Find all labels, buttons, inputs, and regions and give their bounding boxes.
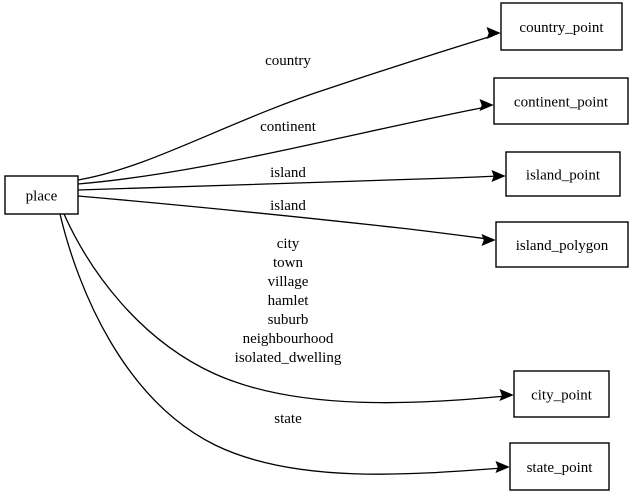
graph-node-city_point[interactable]: city_point [513, 370, 610, 418]
graph-edge-island_polygon [77, 195, 496, 247]
nodes-layer: place country_point continent_point island_… [4, 2, 629, 491]
node-label-continent_point: continent_point [514, 95, 609, 111]
edge-label-line: hamlet [268, 293, 310, 309]
graph-edge-island_point [77, 169, 506, 191]
edge-label-island_polygon: island [270, 198, 306, 214]
graph-node-island_point[interactable]: island_point [505, 151, 621, 197]
node-label-island_point: island_point [526, 168, 601, 184]
edge-label-continent_point: continent [260, 119, 317, 135]
node-label-state_point: state_point [527, 460, 594, 476]
arrowhead-icon-country_point [486, 26, 501, 40]
node-box-country_point[interactable] [500, 2, 623, 51]
arrowhead-icon-island_point [491, 169, 506, 183]
graph-node-island_polygon[interactable]: island_polygon [495, 221, 629, 268]
node-label-city_point: city_point [531, 388, 593, 404]
edge-label-line: town [273, 255, 304, 271]
graph-node-state_point[interactable]: state_point [509, 442, 610, 491]
edge-label-line: neighbourhood [243, 331, 334, 347]
arrowhead-icon-city_point [499, 388, 514, 402]
node-box-continent_point[interactable] [493, 77, 629, 125]
edge-label-line: village [268, 274, 309, 290]
edge-label-country_point: country [265, 53, 311, 69]
arrowhead-icon-continent_point [479, 98, 494, 112]
edge-label-city_point: city town village hamlet suburb neighbourhood… [235, 236, 342, 366]
edge-label-line: city [277, 236, 300, 252]
graph-edge-country_point [77, 26, 501, 181]
graph-node-place[interactable]: place [4, 175, 79, 215]
node-label-island_polygon: island_polygon [516, 238, 609, 254]
edge-label-line: state [274, 411, 302, 427]
edge-label-line: country [265, 53, 311, 69]
edge-line-state_point [59, 213, 503, 475]
edge-labels-layer: country continent island island city town vill… [235, 53, 342, 427]
node-box-place[interactable] [4, 175, 79, 215]
edge-label-line: suburb [268, 312, 309, 328]
edge-line-island_point [77, 175, 499, 191]
edge-label-line: island [270, 198, 306, 214]
graph-node-continent_point[interactable]: continent_point [493, 77, 629, 125]
graph-node-country_point[interactable]: country_point [500, 2, 623, 51]
node-label-country_point: country_point [519, 20, 604, 36]
edge-label-line: continent [260, 119, 317, 135]
edge-line-country_point [77, 35, 493, 181]
node-box-island_polygon[interactable] [495, 221, 629, 268]
arrowhead-icon-island_polygon [481, 233, 496, 247]
edge-label-island_point: island [270, 165, 306, 181]
graph-edge-state_point [59, 213, 510, 475]
node-label-place: place [26, 189, 58, 205]
node-box-city_point[interactable] [513, 370, 610, 418]
edge-line-continent_point [77, 106, 487, 185]
graph-edge-city_point [63, 213, 514, 404]
arrowhead-icon-state_point [495, 460, 510, 474]
edge-label-line: island [270, 165, 306, 181]
node-box-state_point[interactable] [509, 442, 610, 491]
edge-label-line: isolated_dwelling [235, 350, 342, 366]
edge-line-island_polygon [77, 195, 489, 240]
node-box-island_point[interactable] [505, 151, 621, 197]
edge-line-city_point [63, 213, 507, 404]
graph-edge-continent_point [77, 98, 494, 185]
edge-label-state_point: state [274, 411, 302, 427]
edges-layer [59, 26, 514, 475]
